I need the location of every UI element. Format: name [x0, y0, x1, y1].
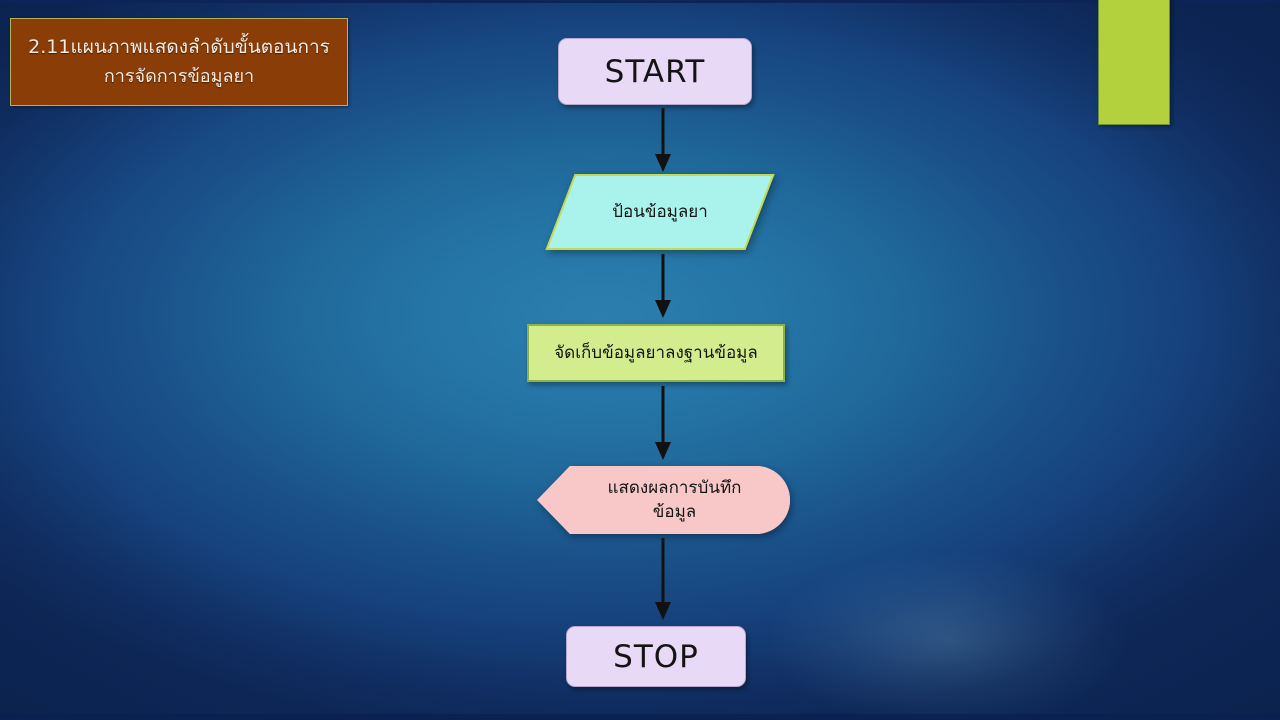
decorative-green-block: [1098, 0, 1170, 125]
flow-node-start[interactable]: START: [558, 38, 752, 105]
flow-node-stop[interactable]: STOP: [566, 626, 746, 687]
flow-node-show-save-result-label: แสดงผลการบันทึก ข้อมูล: [607, 478, 742, 522]
display-shape-round-end: [756, 466, 790, 534]
flow-node-start-label: START: [604, 53, 706, 90]
flow-node-store-to-database-label: จัดเก็บข้อมูลยาลงฐานข้อมูล: [554, 343, 758, 363]
slide-title-plaque: 2.11แผนภาพแสดงลำดับขั้นตอนการ การจัดการข…: [10, 18, 348, 106]
flow-node-stop-label: STOP: [613, 638, 699, 675]
background-top-band: [0, 0, 1280, 3]
flow-node-input-drug-data-label: ป้อนข้อมูลยา: [612, 202, 708, 222]
flow-node-input-drug-data[interactable]: ป้อนข้อมูลยา: [545, 174, 775, 250]
background-bottom-band: [0, 714, 1280, 720]
display-shape: [537, 466, 790, 534]
flow-node-store-to-database[interactable]: จัดเก็บข้อมูลยาลงฐานข้อมูล: [527, 324, 785, 382]
slide-title-line-1: 2.11แผนภาพแสดงลำดับขั้นตอนการ: [28, 36, 330, 58]
slide-title-line-2: การจัดการข้อมูลยา: [103, 66, 255, 87]
flow-node-show-save-result[interactable]: แสดงผลการบันทึก ข้อมูล: [537, 466, 790, 534]
